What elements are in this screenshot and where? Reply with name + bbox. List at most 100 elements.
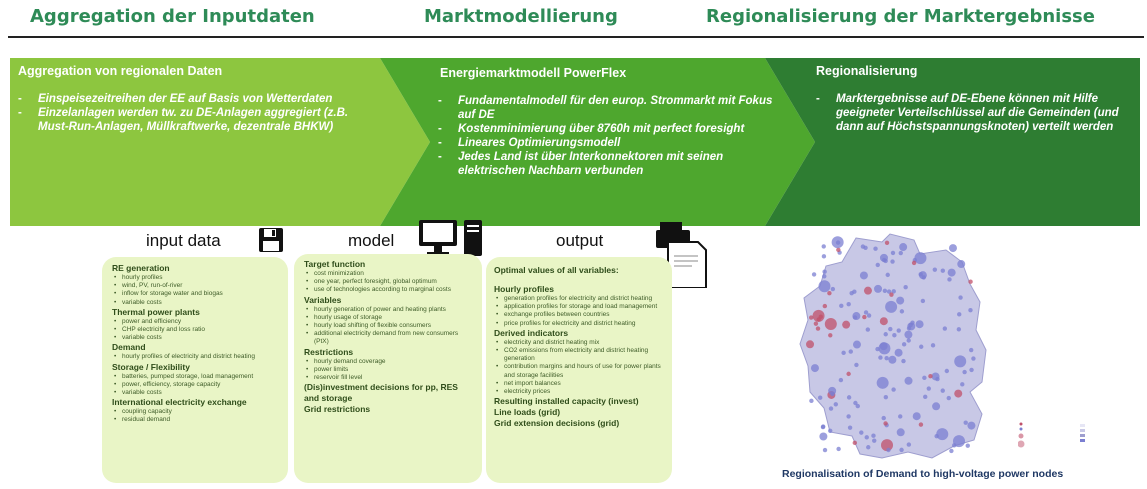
power-node: [910, 320, 915, 325]
map-legend-scale: [1080, 420, 1120, 444]
output-item: electricity and district heating mix: [494, 339, 664, 347]
power-node: [926, 386, 931, 391]
output-intro: Optimal values of all variables:: [494, 265, 619, 275]
power-node: [891, 387, 896, 392]
input-data-box: RE generation hourly profiles wind, PV, …: [102, 257, 288, 483]
power-node: [884, 356, 889, 361]
power-node: [968, 279, 973, 284]
power-node: [915, 320, 924, 329]
input-item: wind, PV, run-of-river: [112, 282, 280, 290]
model-section-title: Variables: [304, 294, 342, 305]
power-node: [828, 333, 833, 338]
model-item: power limits: [304, 366, 474, 374]
power-node: [888, 355, 897, 364]
input-item: batteries, pumped storage, load manageme…: [112, 373, 280, 381]
output-section-title: Grid extension decisions (grid): [494, 418, 620, 429]
power-node: [940, 268, 946, 273]
power-node: [883, 332, 888, 337]
power-node: [876, 376, 889, 389]
power-node: [954, 355, 967, 368]
power-node: [888, 326, 893, 332]
power-node: [853, 400, 858, 406]
power-node: [956, 327, 962, 332]
model-section: Target function cost minimization one ye…: [304, 259, 474, 295]
model-item: reservoir fill level: [304, 374, 474, 382]
power-node: [906, 338, 911, 343]
power-node: [809, 398, 814, 404]
power-node: [921, 275, 926, 280]
power-node: [901, 342, 907, 347]
input-section-title: Thermal power plants: [112, 306, 200, 317]
power-node: [971, 356, 976, 361]
power-node: [896, 428, 905, 437]
power-node: [836, 247, 841, 253]
input-section: RE generation hourly profiles wind, PV, …: [112, 263, 280, 307]
label-input-data: input data: [146, 231, 221, 250]
power-node: [859, 430, 864, 435]
power-node: [954, 389, 963, 398]
header-input-aggregation: Aggregation der Inputdaten: [30, 6, 315, 27]
output-section: Hourly profiles generation profiles for …: [494, 284, 664, 328]
output-section: Derived indicators electricity and distr…: [494, 327, 664, 397]
power-node: [904, 330, 913, 339]
power-node: [835, 240, 841, 245]
power-node: [968, 308, 973, 313]
power-node: [942, 326, 948, 331]
output-item: CO2 emissions from electricity and distr…: [494, 347, 664, 363]
power-node: [833, 402, 839, 407]
power-node: [812, 309, 825, 322]
label-output: output: [556, 231, 604, 250]
stage-market-model: Energiemarktmodell PowerFlex Fundamental…: [438, 66, 778, 178]
power-node: [824, 317, 837, 330]
power-node: [923, 394, 928, 400]
map-caption: Regionalisation of Demand to high-voltag…: [782, 468, 1064, 480]
input-item: variable costs: [112, 299, 280, 307]
power-node: [882, 288, 888, 294]
output-section-title: Derived indicators: [494, 327, 569, 338]
model-item: hourly usage of storage: [304, 314, 474, 322]
power-node: [928, 374, 933, 379]
power-node: [822, 274, 827, 279]
stage-market-model-bullet: Jedes Land ist über Interkonnektoren mit…: [438, 150, 778, 178]
output-section-title: Hourly profiles: [494, 284, 554, 294]
model-section: Variables hourly generation of power and…: [304, 295, 474, 347]
model-item: additional electricity demand from new c…: [304, 330, 474, 346]
power-node: [849, 290, 854, 296]
power-node: [883, 394, 889, 400]
input-item: CHP electricity and loss ratio: [112, 326, 280, 334]
input-section: Storage / Flexibility batteries, pumped …: [112, 362, 280, 398]
power-node: [878, 355, 883, 360]
power-node: [813, 321, 819, 326]
power-node: [806, 340, 815, 349]
output-item: electricity prices: [494, 388, 664, 396]
stage-market-model-title: Energiemarktmodell PowerFlex: [440, 66, 627, 80]
power-node: [898, 414, 903, 419]
power-node: [947, 277, 952, 282]
power-node: [822, 269, 827, 274]
model-item: hourly demand coverage: [304, 358, 474, 366]
power-node: [932, 267, 938, 272]
power-node: [846, 414, 851, 419]
stage-aggregation: Aggregation von regionalen Daten Einspei…: [18, 64, 368, 134]
input-section: Thermal power plants power and efficienc…: [112, 307, 280, 343]
power-node: [847, 425, 853, 430]
power-node: [885, 272, 890, 278]
power-node: [889, 292, 894, 297]
output-section-title: Line loads (grid): [494, 407, 561, 418]
power-node: [946, 395, 951, 401]
output-item: contribution margins and hours of use fo…: [494, 363, 664, 379]
power-node: [890, 259, 895, 264]
power-node: [899, 243, 908, 252]
power-node: [822, 303, 828, 309]
power-node: [894, 348, 903, 357]
input-section-title: Demand: [112, 342, 146, 353]
power-node: [965, 443, 970, 448]
power-node: [949, 448, 954, 454]
power-node: [836, 446, 841, 452]
power-node: [957, 312, 962, 317]
power-node: [848, 349, 853, 354]
power-node: [821, 254, 827, 259]
stage-aggregation-bullet: Einzelanlagen werden tw. zu DE-Anlagen a…: [18, 106, 368, 134]
map-legend: [1017, 420, 1032, 450]
power-node: [879, 342, 888, 351]
